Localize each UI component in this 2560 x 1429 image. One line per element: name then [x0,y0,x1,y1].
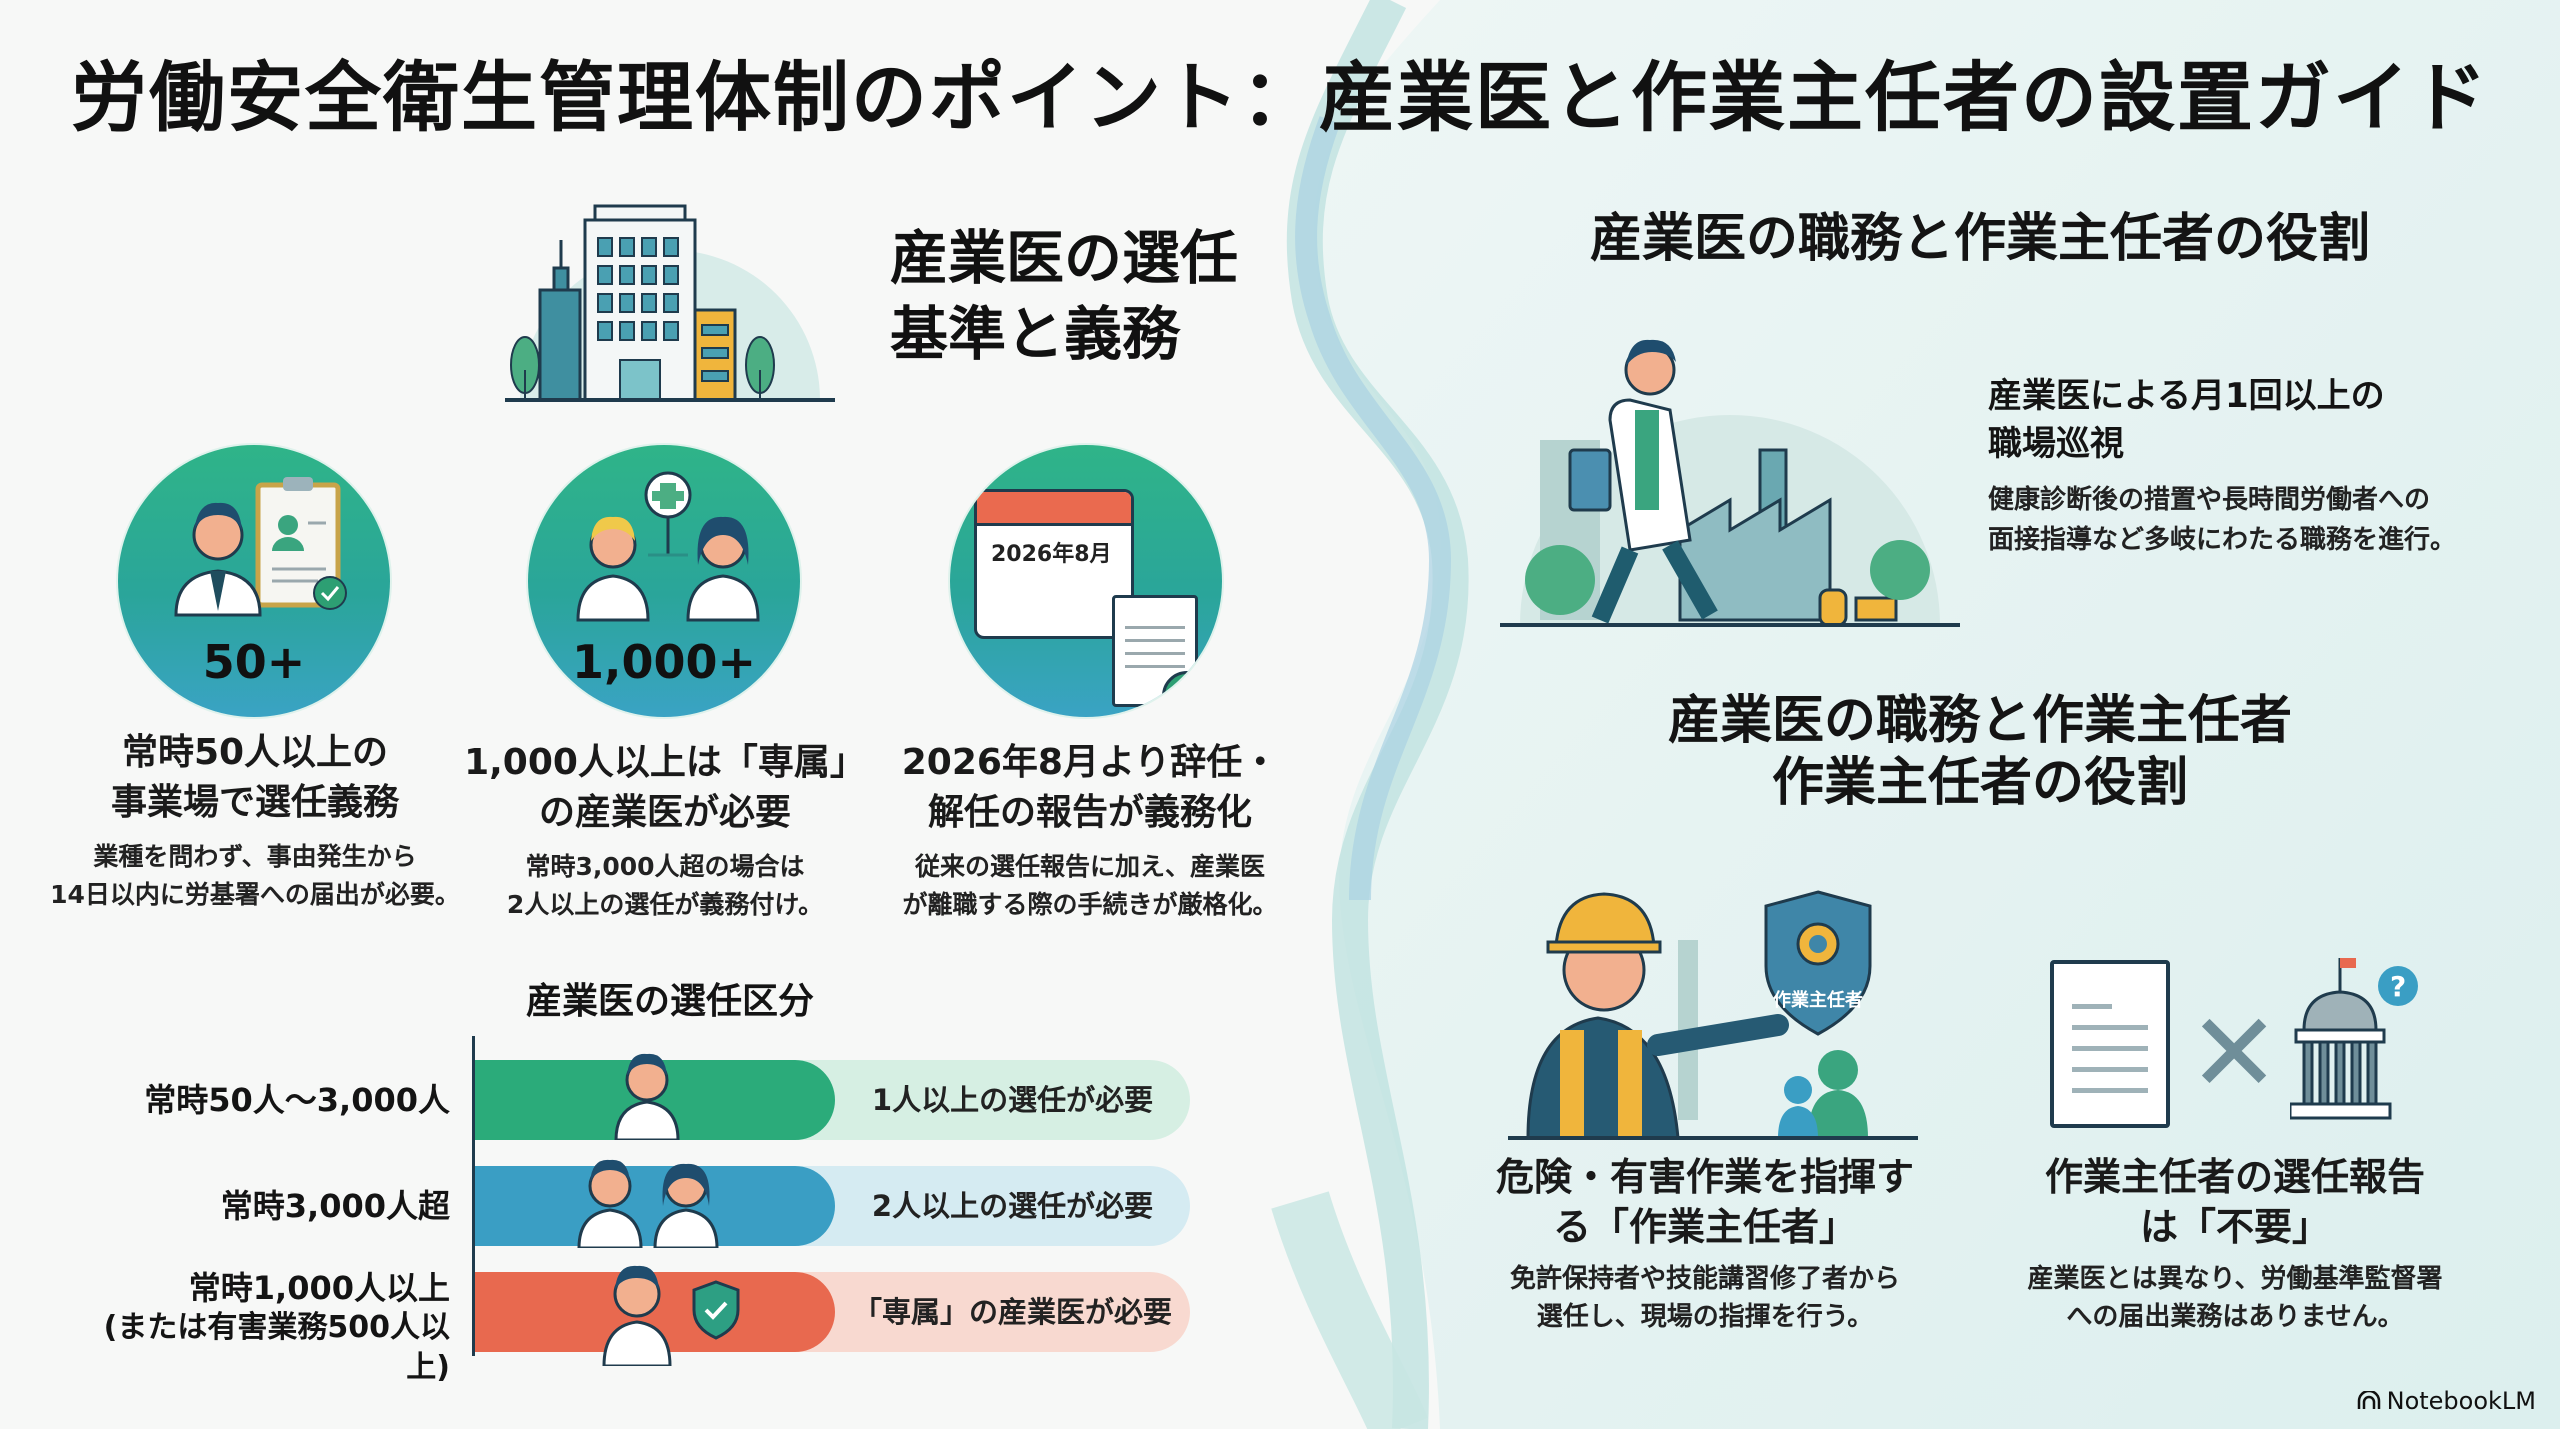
tiers-axis [472,1036,475,1356]
tier-row-3: 常時1,000人以上 (または有害業務500人以上) 「専属」の産業医が必要 [0,1265,1200,1385]
card-50plus: 常時50人以上の 事業場で選任義務 業種を問わず、事由発生から 14日以内に労基… [50,732,460,909]
two-doctors-icon [576,471,760,622]
document-check-icon [1112,595,1198,707]
card-2026: 2026年8月より辞任・ 解任の報告が義務化 従来の選任報告に加え、産業医 が離… [901,742,1279,919]
section-title-selection: 産業医の選任 基準と義務 [890,224,1239,368]
calendar-icon: 2026年8月 [974,489,1134,639]
cross-icon: ✕ [2188,989,2281,1117]
doctor-icon [600,1256,674,1368]
government-building-icon: ? [2290,958,2418,1120]
circle-50plus: 50+ [118,445,390,717]
supervisor-badge-icon: 作業主任者 [1758,888,1878,1038]
duty-block: 産業医による月1回以上の 職場巡視 健康診断後の措置や長時間労働者への 面接指導… [1988,376,2457,555]
brand-watermark: NotebookLM [2357,1387,2536,1415]
tier-row-2: 常時3,000人超 2人以上の選任が必要 [0,1159,1200,1250]
doctor-walking-illustration [1500,330,1960,630]
supervisor-card: 危険・有害作業を指揮す る「作業主任者」 免許保持者や技能講習修了者から 選任し… [1495,1155,1914,1332]
circle-2026: 2026年8月 ✓ [950,445,1222,717]
no-report-card: 作業主任者の選任報告 は「不要」 産業医とは異なり、労働基準監督署 への届出業務… [2027,1155,2443,1332]
doctor-icon [612,1044,682,1142]
shield-check-icon [692,1280,740,1340]
building-illustration [490,180,850,410]
no-report-illustration: ✕ ? [2040,950,2420,1140]
two-doctors-icon [575,1148,725,1250]
supervisor-illustration: 作業主任者 [1508,880,1918,1140]
section2-title: 産業医の職務と作業主任者 作業主任者の役割 [1667,691,2292,813]
document-icon [2050,960,2170,1128]
circle-1000plus: 1,000+ [528,445,800,717]
doctor-clipboard-icon [174,477,347,617]
tiers-title: 産業医の選任区分 [525,981,814,1022]
notebooklm-logo-icon [2357,1391,2380,1409]
check-badge-icon: ✓ [1162,671,1212,717]
svg-text:?: ? [2390,970,2406,1003]
tier-row-1: 常時50人〜3,000人 1人以上の選任が必要 [0,1053,1200,1142]
page-title: 労働安全衛生管理体制のポイント：産業医と作業主任者の設置ガイド [71,53,2489,142]
section-title-roles: 産業医の職務と作業主任者の役割 [1589,209,2370,269]
card-1000plus: 1,000人以上は「専属」 の産業医が必要 常時3,000人超の場合は 2人以上… [464,742,866,919]
